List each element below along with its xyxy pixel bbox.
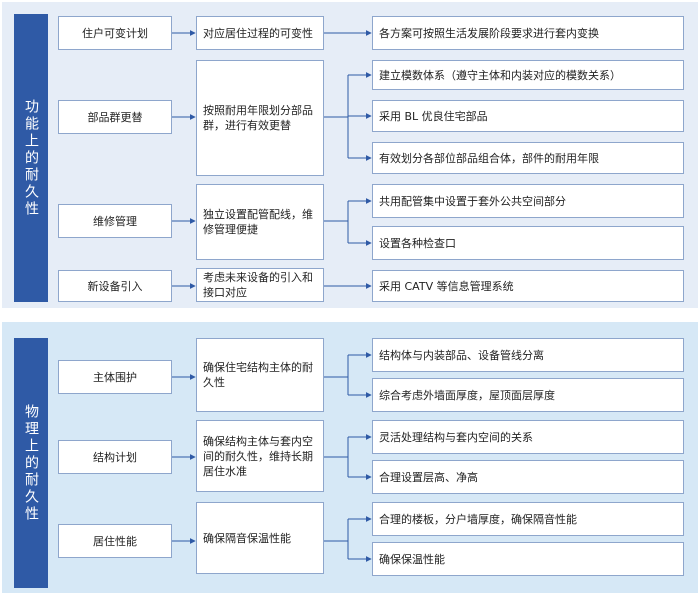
measure-box: 设置各种检查口 <box>372 226 684 260</box>
category-box: 结构计划 <box>58 440 172 474</box>
measure-box: 建立模数体系（遵守主体和内装对应的模数关系） <box>372 60 684 90</box>
category-label: 维修管理 <box>93 214 137 228</box>
measure-box: 确保保温性能 <box>372 542 684 576</box>
category-label: 居住性能 <box>93 534 137 548</box>
measure-text: 结构体与内装部品、设备管线分离 <box>379 348 544 362</box>
measure-text: 采用 CATV 等信息管理系统 <box>379 279 514 293</box>
category-label: 新设备引入 <box>87 279 143 293</box>
category-label: 结构计划 <box>93 450 137 464</box>
goal-box: 确保结构主体与套内空间的耐久性，维持长期居住水准 <box>196 420 324 492</box>
category-box: 住户可变计划 <box>58 16 172 50</box>
category-box: 居住性能 <box>58 524 172 558</box>
measure-text: 综合考虑外墙面厚度，屋顶面层厚度 <box>379 388 555 402</box>
goal-text: 独立设置配管配线，维修管理便捷 <box>203 208 313 236</box>
category-label: 住户可变计划 <box>82 26 148 40</box>
measure-text: 采用 BL 优良住宅部品 <box>379 109 488 123</box>
measure-text: 有效划分各部位部品组合体，部件的耐用年限 <box>379 151 599 165</box>
category-box: 部品群更替 <box>58 100 172 134</box>
measure-box: 灵活处理结构与套内空间的关系 <box>372 420 684 454</box>
category-box: 主体围护 <box>58 360 172 394</box>
goal-text: 对应居住过程的可变性 <box>203 26 313 40</box>
measure-text: 设置各种检查口 <box>379 236 456 250</box>
goal-box: 考虑未来设备的引入和接口对应 <box>196 268 324 302</box>
goal-text: 确保住宅结构主体的耐久性 <box>203 361 313 389</box>
goal-box: 确保隔音保温性能 <box>196 502 324 574</box>
goal-box: 对应居住过程的可变性 <box>196 16 324 50</box>
measure-box: 有效划分各部位部品组合体，部件的耐用年限 <box>372 142 684 174</box>
goal-text: 按照耐用年限划分部品群，进行有效更替 <box>203 104 313 132</box>
measure-box: 各方案可按照生活发展阶段要求进行套内变换 <box>372 16 684 50</box>
goal-text: 确保隔音保温性能 <box>203 531 291 545</box>
goal-box: 独立设置配管配线，维修管理便捷 <box>196 184 324 260</box>
goal-box: 确保住宅结构主体的耐久性 <box>196 338 324 412</box>
measure-box: 共用配管集中设置于套外公共空间部分 <box>372 184 684 218</box>
goal-text: 考虑未来设备的引入和接口对应 <box>203 271 313 299</box>
measure-box: 合理的楼板，分户墙厚度，确保隔音性能 <box>372 502 684 536</box>
measure-box: 综合考虑外墙面厚度，屋顶面层厚度 <box>372 378 684 412</box>
measure-text: 各方案可按照生活发展阶段要求进行套内变换 <box>379 26 599 40</box>
section-title-physical: 物理上的耐久性 <box>14 338 48 588</box>
measure-text: 灵活处理结构与套内空间的关系 <box>379 430 533 444</box>
category-label: 部品群更替 <box>87 110 143 124</box>
category-box: 维修管理 <box>58 204 172 238</box>
measure-box: 采用 CATV 等信息管理系统 <box>372 270 684 302</box>
category-label: 主体围护 <box>93 370 137 384</box>
measure-text: 共用配管集中设置于套外公共空间部分 <box>379 194 566 208</box>
goal-text: 确保结构主体与套内空间的耐久性，维持长期居住水准 <box>203 434 313 478</box>
section-title-functional: 功能上的耐久性 <box>14 14 48 302</box>
measure-box: 合理设置层高、净高 <box>372 460 684 494</box>
category-box: 新设备引入 <box>58 270 172 302</box>
measure-text: 合理的楼板，分户墙厚度，确保隔音性能 <box>379 512 577 526</box>
measure-text: 确保保温性能 <box>379 552 445 566</box>
goal-box: 按照耐用年限划分部品群，进行有效更替 <box>196 60 324 176</box>
measure-box: 采用 BL 优良住宅部品 <box>372 100 684 132</box>
measure-box: 结构体与内装部品、设备管线分离 <box>372 338 684 372</box>
measure-text: 建立模数体系（遵守主体和内装对应的模数关系） <box>379 68 621 82</box>
measure-text: 合理设置层高、净高 <box>379 470 478 484</box>
